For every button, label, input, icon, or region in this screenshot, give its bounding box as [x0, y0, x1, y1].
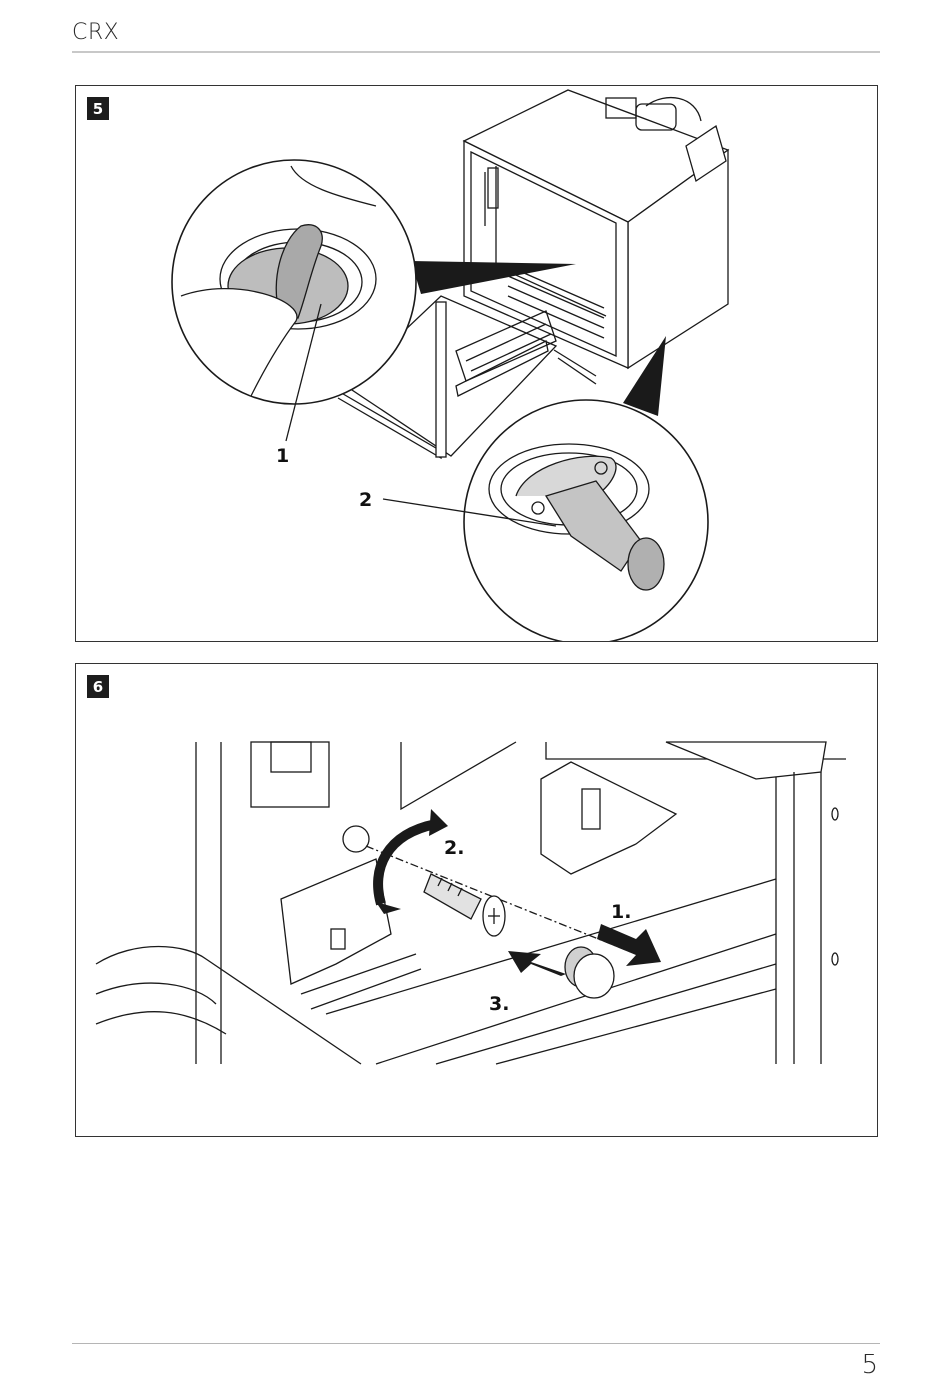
figure-5: 5	[75, 85, 878, 642]
step-label-1: 1.	[611, 901, 631, 923]
callout-2: 2	[359, 489, 372, 511]
callout-1: 1	[276, 445, 289, 467]
figure-6-illustration: 2. 1. 3.	[76, 664, 877, 1136]
page-number: 5	[861, 1350, 878, 1380]
cover-cap-drawing	[565, 947, 614, 998]
figure-6: 6	[75, 663, 878, 1137]
figure-5-illustration: 1 2	[76, 86, 877, 641]
document-header-title: CRX	[72, 20, 119, 45]
footer-rule	[72, 1343, 880, 1344]
screw-drawing	[424, 874, 505, 936]
header-rule	[72, 51, 880, 53]
step-label-3: 3.	[489, 993, 509, 1015]
step-label-2: 2.	[444, 837, 464, 859]
